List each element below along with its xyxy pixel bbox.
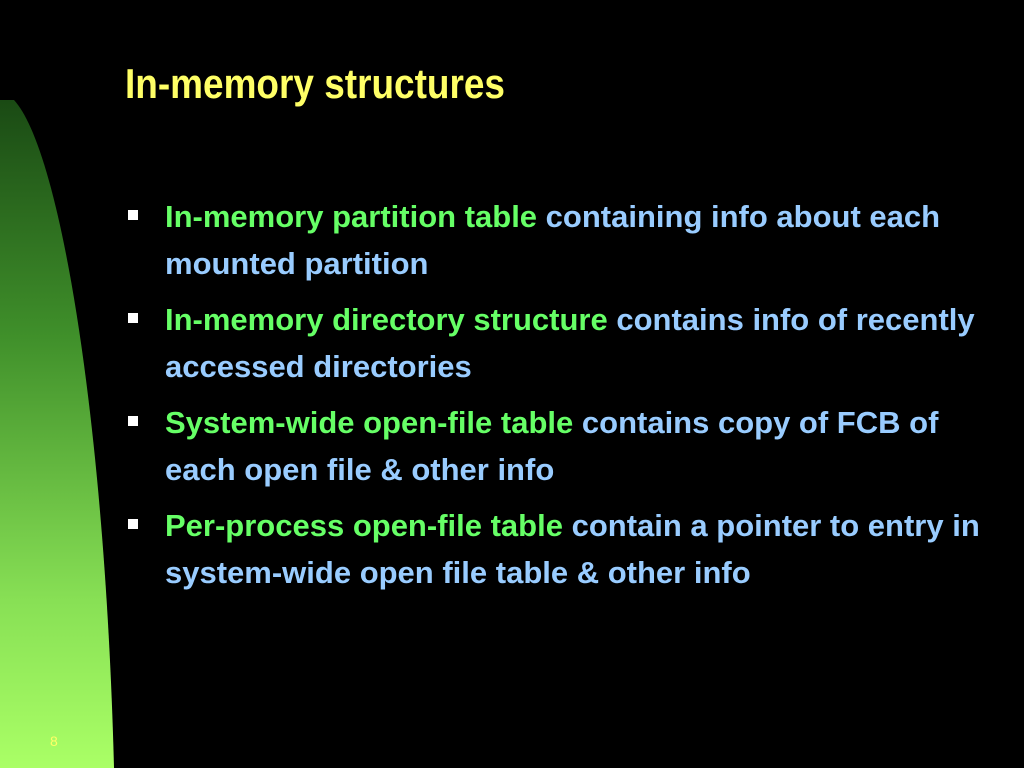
square-bullet-icon — [128, 210, 138, 220]
bullet-item-partition-table: In-memory partition table containing inf… — [128, 193, 988, 287]
bullet-description: contains copy of FCB of each open file &… — [165, 405, 939, 487]
bullet-term: In-memory partition table — [165, 199, 538, 234]
bullet-term: In-memory directory structure — [165, 302, 608, 337]
square-bullet-icon — [128, 416, 138, 426]
bullet-description: contains info of recently accessed direc… — [165, 302, 975, 384]
square-bullet-icon — [128, 519, 138, 529]
slide-title: In-memory structures — [125, 60, 505, 107]
bullet-description: contain a pointer to entry in system-wid… — [165, 508, 980, 590]
square-bullet-icon — [128, 313, 138, 323]
bullet-term: Per-process open-file table — [165, 508, 563, 543]
bullet-item-directory-structure: In-memory directory structure contains i… — [128, 296, 988, 390]
bullet-list: In-memory partition table containing inf… — [128, 193, 988, 605]
slide-page-number: 8 — [50, 733, 58, 749]
bullet-description: containing info about each mounted parti… — [165, 199, 941, 281]
side-gradient-decoration — [0, 100, 114, 768]
bullet-term: System-wide open-file table — [165, 405, 574, 440]
bullet-item-system-open-file-table: System-wide open-file table contains cop… — [128, 399, 988, 493]
bullet-item-process-open-file-table: Per-process open-file table contain a po… — [128, 502, 988, 596]
